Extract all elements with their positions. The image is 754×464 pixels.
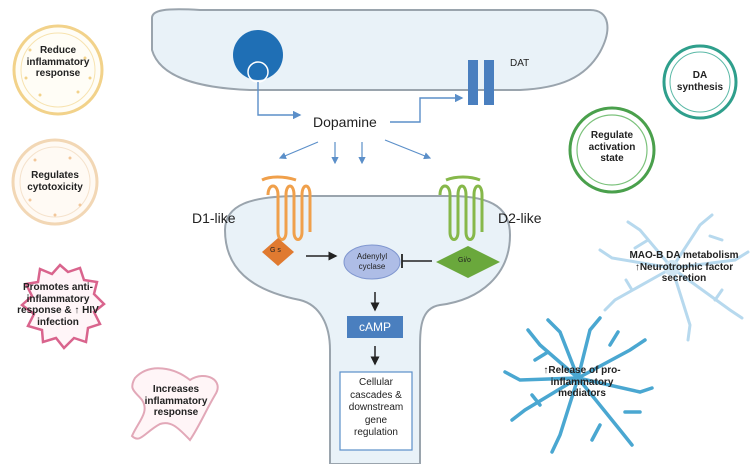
teal-cell-icon	[662, 44, 738, 120]
gio-label: Gi/o	[458, 257, 471, 264]
dat-transporter-right	[484, 60, 494, 105]
adenylyl-cyclase-shape	[343, 244, 401, 280]
d2-receptor-icon	[438, 175, 484, 241]
regulates-cytotoxicity-label: Regulates cytotoxicity	[27, 170, 83, 193]
gs-label: G s	[270, 247, 281, 254]
increases-inflammatory-label: Increases inflammatory response	[144, 384, 208, 418]
adenylyl-cyclase-label: Adenylyl cyclase	[356, 252, 388, 271]
green-cell-icon	[568, 106, 656, 194]
cascade-box	[339, 371, 413, 451]
blue-astrocyte-icon	[503, 316, 654, 454]
da-synthesis-label: DA synthesis	[676, 70, 724, 93]
d1-receptor-icon	[261, 175, 312, 241]
reuptake-arrow	[390, 93, 464, 123]
promotes-anti-inflammatory-label: Promotes anti-inflammatory response & ↑ …	[17, 282, 99, 328]
presynaptic-terminal	[151, 8, 609, 91]
dopamine-arrow-1	[278, 141, 319, 159]
pale-astrocyte-icon	[598, 213, 750, 342]
dat-label: DAT	[510, 58, 530, 69]
dat-transporter-left	[468, 60, 478, 105]
peach-cell-icon	[11, 138, 99, 226]
release-pro-inflammatory-label: ↑Release of pro-inflammatory mediators	[543, 365, 621, 399]
d1-label: D1-like	[192, 210, 236, 226]
rose-dendritic-cell-icon	[130, 367, 219, 442]
yellow-cell-icon	[12, 24, 104, 116]
d2-label: D2-like	[498, 210, 542, 226]
regulate-activation-label: Regulate activation state	[588, 130, 636, 164]
gs-protein-icon	[262, 238, 294, 266]
reduce-inflammatory-label: Reduce inflammatory response	[26, 45, 90, 79]
cascade-label: Cellular cascades & downstream gene regu…	[348, 377, 404, 438]
maob-neurotrophic-label: MAO-B DA metabolism ↑Neurotrophic factor…	[629, 250, 739, 284]
gio-protein-icon	[436, 246, 500, 278]
release-arrow	[257, 82, 302, 120]
dopamine-label: Dopamine	[313, 114, 377, 130]
camp-label: cAMP	[358, 320, 391, 334]
dopamine-arrow-4	[384, 139, 432, 160]
pink-spiky-cell-icon	[20, 263, 106, 350]
camp-box	[347, 316, 403, 338]
dopamine-vesicle	[233, 30, 283, 80]
